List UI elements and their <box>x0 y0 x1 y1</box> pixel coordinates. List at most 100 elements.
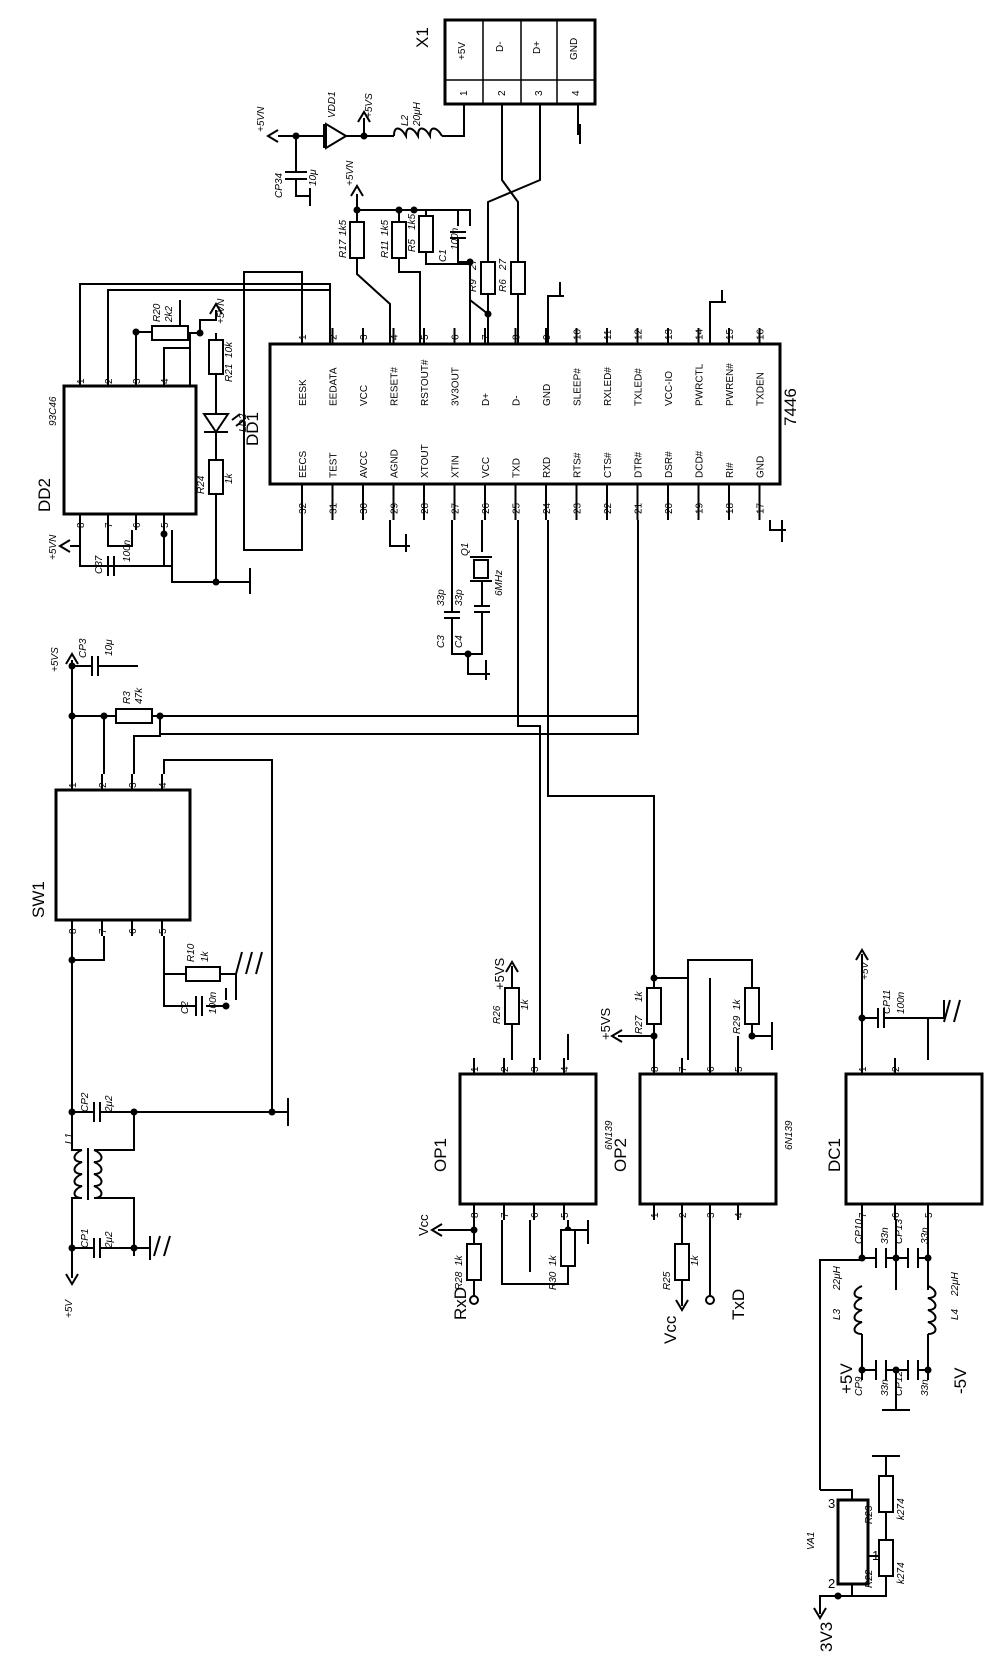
l3-label: L3 <box>832 1308 843 1320</box>
x1-pin-name: D- <box>495 41 506 52</box>
r5-value: 1k5 <box>407 213 418 230</box>
dd1-pin-name: TXD <box>512 458 523 478</box>
r5-resistor <box>418 215 434 253</box>
r30-resistor <box>560 1229 576 1267</box>
r20-value: 2k2 <box>164 305 175 323</box>
x1-pin-name: D+ <box>532 41 543 54</box>
r29-resistor <box>744 987 760 1025</box>
dd2-pin-num: 4 <box>160 378 171 384</box>
dd1-pin-num: 8 <box>512 334 523 340</box>
dd1-pin-name: TEST <box>329 452 340 478</box>
l4-label: L4 <box>950 1308 961 1320</box>
dd2-chip: DD2 93C46 <box>35 384 198 516</box>
c4-value: 33p <box>454 589 465 606</box>
va1-regulator: VA1 <box>806 1498 870 1586</box>
dd1-pin-name: AGND <box>390 449 401 478</box>
r9-resistor <box>480 261 496 295</box>
vdd1-label: VDD1 <box>327 91 338 118</box>
dd1-pin-num: 30 <box>359 502 370 514</box>
q1-label: Q1 <box>460 543 471 556</box>
r24-label: R24 <box>196 475 207 494</box>
l2-value: 20μH <box>412 101 423 127</box>
r21-value: 10k <box>224 341 235 358</box>
dd1-pin-name: EEDATA <box>329 367 340 406</box>
r11-label: R11 <box>380 240 391 258</box>
op1-pin-num: 7 <box>500 1212 511 1218</box>
r26-resistor <box>504 987 520 1025</box>
dc1-chip: DC1 <box>825 1072 984 1206</box>
l3-value: 22μH <box>832 1265 843 1291</box>
x1-pin-num: 1 <box>459 90 470 96</box>
dd1-pin-num: 26 <box>481 502 492 514</box>
dd1-pin-num: 1 <box>298 334 309 340</box>
r25-value: 1k <box>690 1254 701 1266</box>
ld2-label: LD2 <box>238 413 249 432</box>
dd1-pin-name: VCC <box>359 385 370 406</box>
cp34-value: 10μ <box>308 169 319 186</box>
dd1-pin-name: EESK <box>298 379 309 406</box>
op1-pin-num: 6 <box>530 1212 541 1218</box>
q1-crystal <box>473 559 489 579</box>
dd1-pin-name: TXDEN <box>756 372 767 406</box>
dd2-pin-num: 3 <box>132 378 143 384</box>
dd1-pin-name: DCD# <box>695 450 706 478</box>
dd1-pin-name: PWRCTL <box>695 363 706 406</box>
l4-value: 22μH <box>950 1271 961 1297</box>
cp34-label: CP34 <box>274 173 285 198</box>
dd1-pin-num: 31 <box>329 502 340 514</box>
dd1-pin-name: D+ <box>481 393 492 406</box>
r27-resistor <box>646 987 662 1025</box>
dd1-pin-num: 19 <box>695 502 706 514</box>
r5-label: R5 <box>407 239 418 252</box>
r3-label: R3 <box>122 691 133 704</box>
dd1-pin-num: 24 <box>542 502 553 514</box>
dd1-pin-name: EECS <box>298 450 309 478</box>
c2-value: 100n <box>208 991 219 1014</box>
op1-pin-num: 5 <box>560 1212 571 1218</box>
r10-label: R10 <box>186 943 197 962</box>
c4-label: C4 <box>454 635 465 648</box>
r29-value: 1k <box>732 998 743 1010</box>
c1-label: C1 <box>438 249 449 262</box>
dd1-pin-num: 32 <box>298 502 309 514</box>
dd1-pin-num: 16 <box>756 328 767 340</box>
dd2-pin-num: 6 <box>132 522 143 528</box>
op2-pin-num: 5 <box>734 1066 745 1072</box>
dc1-pin-num: 2 <box>891 1066 902 1072</box>
dd1-pin-num: 12 <box>634 328 645 340</box>
x1-pin-num: 4 <box>571 90 582 96</box>
op1-pin-num: 8 <box>470 1212 481 1218</box>
dc1-pin-num: 1 <box>858 1066 869 1072</box>
r28-resistor <box>466 1243 482 1281</box>
c1-value: 100n <box>450 227 461 250</box>
r25-resistor <box>674 1243 690 1281</box>
net-label-5vs-4: +5VS <box>598 1008 613 1040</box>
net-label-5vn-3: +5VN <box>216 298 227 324</box>
op2-part: 6N139 <box>784 1120 795 1150</box>
net-label-5v: +5V <box>64 1299 75 1318</box>
l2-inductor <box>393 127 443 140</box>
op1-part: 6N139 <box>604 1120 615 1150</box>
l2-label: L2 <box>400 114 411 126</box>
net-label-5vn-4: +5VN <box>48 534 59 560</box>
dd1-pin-num: 7 <box>481 334 492 340</box>
r22-value: k274 <box>896 1562 907 1584</box>
dd1-part: 7446 <box>781 388 800 426</box>
net-label-vcc: Vcc <box>416 1214 431 1236</box>
dd1-pin-num: 20 <box>664 502 675 514</box>
cp1-label: CP1 <box>80 1229 91 1248</box>
dd1-pin-name: RXLED# <box>603 367 614 406</box>
va1-ref: VA1 <box>806 1532 817 1550</box>
op2-pin-num: 1 <box>650 1212 661 1218</box>
dc1-ref: DC1 <box>825 1138 844 1172</box>
dd1-pin-name: DTR# <box>634 451 645 478</box>
net-label-5vs-3: +5VS <box>492 958 507 990</box>
dd1-pin-name: XTOUT <box>420 444 431 478</box>
dd1-pin-num: 11 <box>603 329 614 340</box>
dd1-pin-num: 18 <box>725 502 736 514</box>
net-label-vcc-2: Vcc <box>661 1315 680 1344</box>
dd1-pin-name: RI# <box>725 462 736 478</box>
dd1-pin-num: 6 <box>451 334 462 340</box>
r6-value: 27 <box>498 258 509 271</box>
